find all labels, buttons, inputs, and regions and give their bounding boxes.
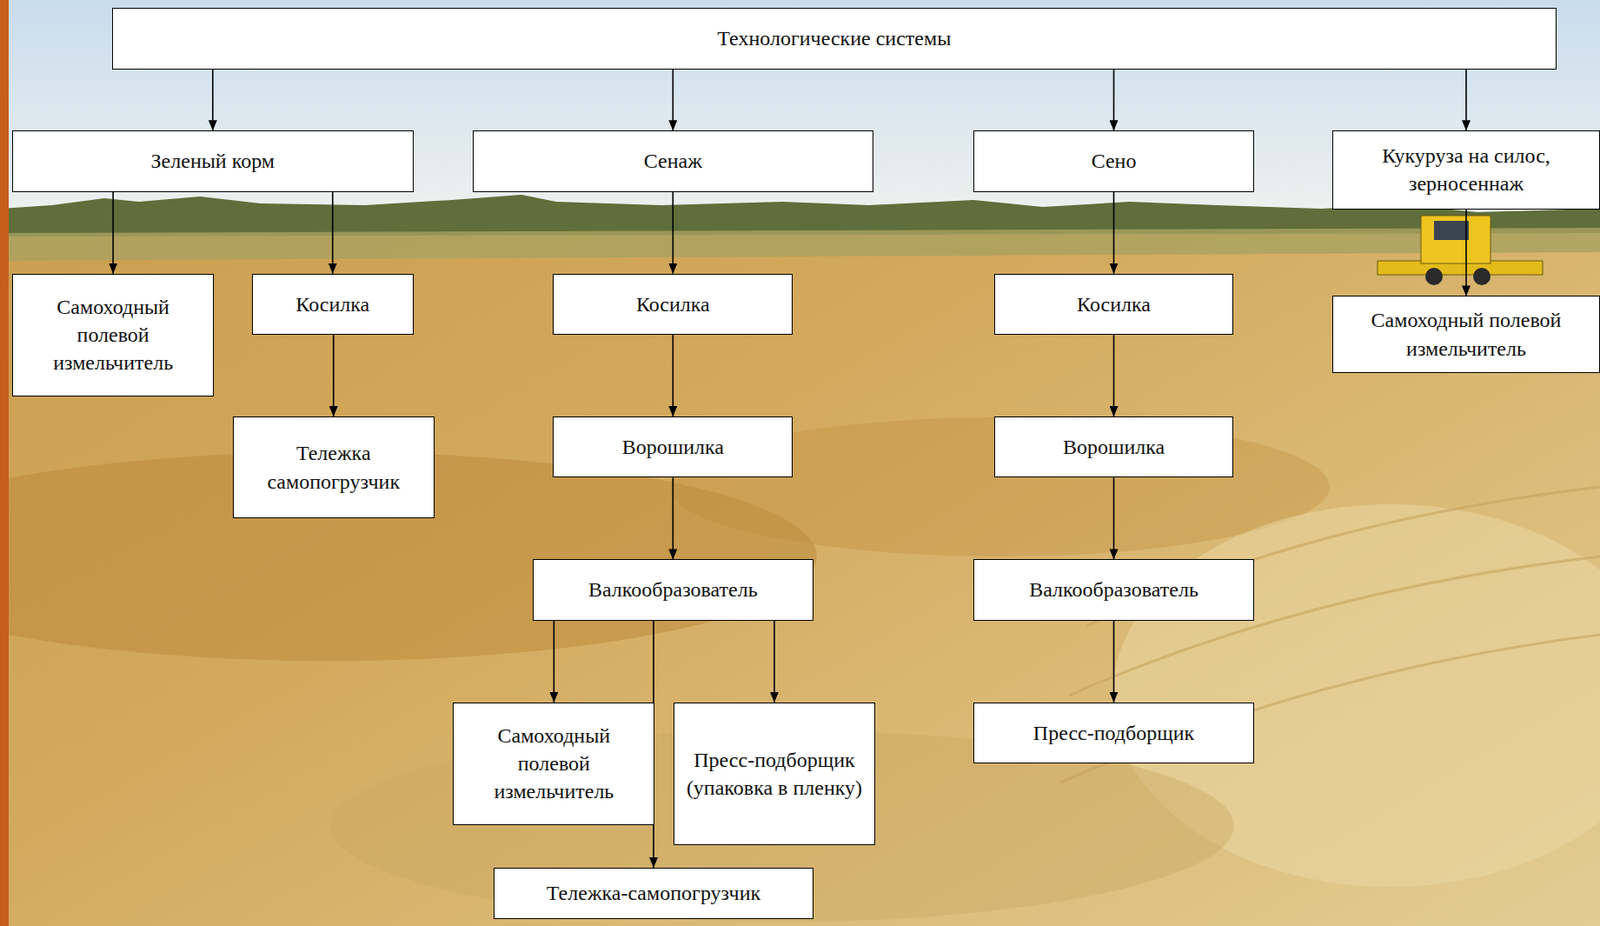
process-box: Пресс-подборщик <box>973 702 1255 764</box>
process-box: Самоходный полевой измельчитель <box>1332 295 1600 372</box>
process-box: Сено <box>973 130 1255 192</box>
box-label: Самоходный полевой измельчитель <box>1343 305 1588 363</box>
flow-arrow <box>331 192 334 274</box>
flow-arrow <box>1113 620 1116 703</box>
sky <box>0 0 1600 218</box>
harvester-wheel <box>1473 267 1491 286</box>
harvester-window <box>1434 220 1469 240</box>
harvester-body <box>1420 215 1491 264</box>
process-box: Самоходный полевой измельчитель <box>12 273 214 397</box>
box-label: Кукуруза на силос, зерносеннаж <box>1343 141 1588 199</box>
box-label: Ворошилка <box>1062 432 1165 461</box>
flow-arrow <box>212 69 214 131</box>
process-box: Тележка-самопогрузчик <box>493 867 813 919</box>
process-box: Валкообразователь <box>532 558 814 620</box>
flow-arrow <box>332 334 335 417</box>
process-box: Косилка <box>994 273 1235 335</box>
box-label: Технологические системы <box>717 24 951 53</box>
box-label: Сенаж <box>643 146 703 175</box>
process-box: Ворошилка <box>994 416 1235 478</box>
flow-arrow <box>1465 209 1468 297</box>
box-label: Ворошилка <box>622 432 724 461</box>
process-box: Ворошилка <box>552 416 793 478</box>
box-label: Косилка <box>636 290 711 319</box>
process-box: Самоходный полевой измельчитель <box>452 702 655 825</box>
process-box: Зеленый корм <box>12 130 413 192</box>
flow-arrow <box>672 334 675 417</box>
side-stripe <box>0 0 9 926</box>
process-box: Валкообразователь <box>973 558 1255 620</box>
box-label: Сено <box>1091 146 1137 175</box>
box-label: Зеленый корм <box>151 146 275 175</box>
box-label: Тележка-самопогрузчик <box>546 878 761 907</box>
flow-arrow <box>1113 477 1116 559</box>
flow-arrow <box>553 620 556 703</box>
harvester-wheel <box>1425 267 1443 286</box>
distant-field <box>0 227 1600 261</box>
box-label: Тележка самопогрузчик <box>244 438 424 496</box>
box-label: Самоходный полевой измельчитель <box>23 292 203 378</box>
flow-arrow <box>672 69 675 131</box>
box-label: Валкообразователь <box>1029 575 1199 604</box>
box-label: Пресс-подборщик (упаковка в пленку) <box>684 745 864 803</box>
process-box: Кукуруза на силос, зерносеннаж <box>1332 130 1600 209</box>
system-box: Технологические системы <box>112 7 1556 69</box>
flow-arrow <box>1113 192 1116 274</box>
process-box: Сенаж <box>472 130 874 192</box>
flow-arrow <box>1465 69 1468 131</box>
flow-arrow <box>773 620 776 703</box>
process-box: Тележка самопогрузчик <box>232 416 435 518</box>
flow-arrow <box>1113 334 1116 417</box>
process-box: Косилка <box>252 273 414 335</box>
flow-arrow <box>1113 69 1116 131</box>
process-box: Косилка <box>552 273 793 335</box>
box-label: Самоходный полевой измельчитель <box>464 721 644 806</box>
flow-arrow <box>672 477 675 559</box>
box-label: Валкообразователь <box>588 575 758 604</box>
box-label: Косилка <box>1076 290 1151 319</box>
process-box: Пресс-подборщик (упаковка в пленку) <box>673 702 876 845</box>
box-label: Пресс-подборщик <box>1033 718 1195 747</box>
flow-arrow <box>672 192 675 274</box>
box-label: Косилка <box>295 290 370 319</box>
flow-arrow <box>112 192 114 274</box>
